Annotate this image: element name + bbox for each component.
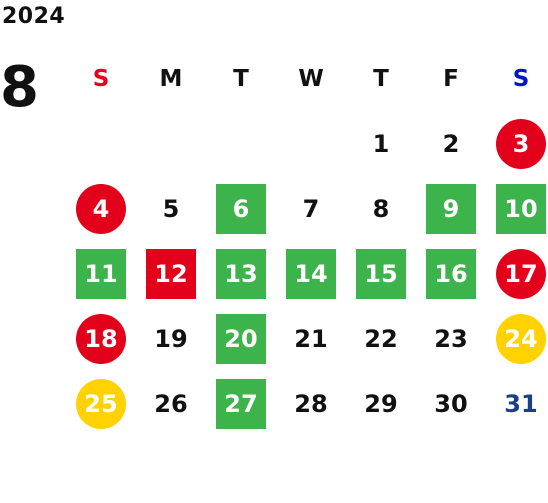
calendar-month: 8 — [0, 55, 39, 120]
calendar-day[interactable]: 23 — [434, 324, 468, 353]
calendar-day[interactable]: 10 — [496, 183, 546, 234]
calendar-cell: 27 — [206, 371, 276, 436]
calendar-cell: 26 — [136, 371, 206, 436]
calendar-day[interactable]: 5 — [162, 194, 180, 223]
calendar-cell: 5 — [136, 176, 206, 241]
calendar-cell: 4 — [66, 176, 136, 241]
calendar-day[interactable]: 18 — [76, 313, 126, 364]
calendar-cell: 30 — [416, 371, 486, 436]
calendar-cell: 25 — [66, 371, 136, 436]
calendar-cell: 20 — [206, 306, 276, 371]
weekday-friday: F — [443, 65, 459, 92]
calendar-day[interactable]: 12 — [146, 248, 196, 299]
calendar-cell — [136, 111, 206, 176]
calendar-day[interactable]: 1 — [372, 129, 390, 158]
calendar-day[interactable]: 2 — [442, 129, 460, 158]
calendar-cell: 6 — [206, 176, 276, 241]
calendar-cell: 14 — [276, 241, 346, 306]
calendar-cell: 2 — [416, 111, 486, 176]
calendar-day[interactable]: 13 — [216, 248, 266, 299]
calendar-cell: 11 — [66, 241, 136, 306]
calendar-day[interactable]: 20 — [216, 313, 266, 364]
calendar-cell: 7 — [276, 176, 346, 241]
calendar-cell: 18 — [66, 306, 136, 371]
calendar-cell: 21 — [276, 306, 346, 371]
calendar-cell: 31 — [486, 371, 548, 436]
calendar-day[interactable]: 26 — [154, 389, 188, 418]
calendar-day[interactable]: 9 — [426, 183, 476, 234]
calendar-day[interactable]: 6 — [216, 183, 266, 234]
weekday-wednesday: W — [298, 65, 324, 92]
calendar-year: 2024 — [2, 4, 66, 29]
calendar-day[interactable]: 14 — [286, 248, 336, 299]
calendar-cell: 17 — [486, 241, 548, 306]
calendar-day[interactable]: 17 — [496, 248, 546, 299]
calendar-day[interactable]: 3 — [496, 118, 546, 169]
calendar-cell: 1 — [346, 111, 416, 176]
weekday-monday: M — [159, 65, 183, 92]
calendar-cell: 16 — [416, 241, 486, 306]
calendar-cell: 19 — [136, 306, 206, 371]
calendar-cell: 10 — [486, 176, 548, 241]
calendar-day[interactable]: 22 — [364, 324, 398, 353]
calendar-cell — [276, 111, 346, 176]
calendar-cell: 28 — [276, 371, 346, 436]
calendar-cell — [66, 111, 136, 176]
calendar-day[interactable]: 19 — [154, 324, 188, 353]
calendar-cell: 15 — [346, 241, 416, 306]
calendar-day[interactable]: 15 — [356, 248, 406, 299]
calendar-day[interactable]: 8 — [372, 194, 390, 223]
calendar-day[interactable]: 24 — [496, 313, 546, 364]
calendar-cell: 13 — [206, 241, 276, 306]
calendar-day[interactable]: 28 — [294, 389, 328, 418]
calendar-day[interactable]: 25 — [76, 378, 126, 429]
calendar-day[interactable]: 16 — [426, 248, 476, 299]
calendar-day[interactable]: 4 — [76, 183, 126, 234]
calendar-cell: 12 — [136, 241, 206, 306]
calendar-day[interactable]: 7 — [302, 194, 320, 223]
calendar-cell — [206, 111, 276, 176]
calendar-day[interactable]: 29 — [364, 389, 398, 418]
calendar-day[interactable]: 21 — [294, 324, 328, 353]
weekday-thursday: T — [373, 65, 389, 92]
calendar-cell: 24 — [486, 306, 548, 371]
weekday-saturday: S — [512, 65, 530, 92]
calendar-cell: 22 — [346, 306, 416, 371]
calendar-cell: 29 — [346, 371, 416, 436]
calendar-day[interactable]: 27 — [216, 378, 266, 429]
weekday-tuesday: T — [233, 65, 249, 92]
calendar-cell: 8 — [346, 176, 416, 241]
calendar-cell: 23 — [416, 306, 486, 371]
weekday-sunday: S — [92, 65, 110, 92]
calendar-cell: 3 — [486, 111, 548, 176]
calendar-day[interactable]: 30 — [434, 389, 468, 418]
calendar-day[interactable]: 31 — [504, 389, 538, 418]
calendar-cell: 9 — [416, 176, 486, 241]
calendar-day[interactable]: 11 — [76, 248, 126, 299]
